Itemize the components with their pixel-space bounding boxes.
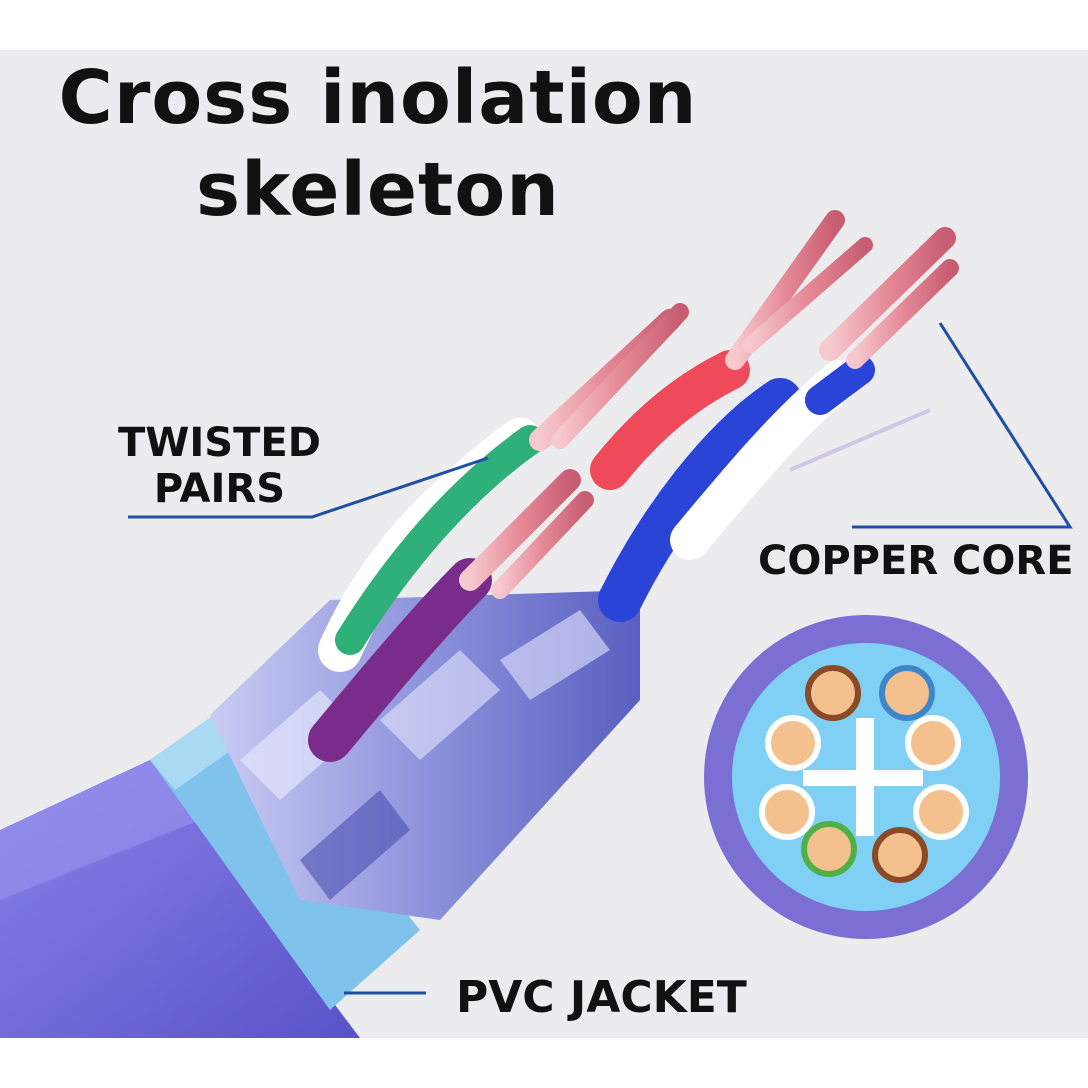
title-line-2: skeleton [196,147,560,233]
twisted-pairs-label: TWISTED PAIRS [118,420,321,512]
page-title: Cross inolation skeleton [58,52,698,236]
title-line-1: Cross inolation [58,55,698,141]
conductor [805,665,861,721]
cable-cross-section [704,615,1028,939]
twisted-pairs-label-line-1: TWISTED [118,420,321,466]
twisted-pairs-label-line-2: PAIRS [153,466,285,512]
conductor [879,665,935,721]
conductor [765,715,821,771]
conductor [872,827,928,883]
pvc-jacket-label: PVC JACKET [456,972,747,1023]
shield-foil [210,590,640,920]
callout-lines [128,322,1073,995]
pvc-jacket [0,760,360,1038]
conductor [913,784,969,840]
conductor [905,715,961,771]
copper-conductors [459,210,959,599]
cross-separator-horizontal [803,770,923,786]
copper-core-callout-line [852,322,1073,529]
twisted-pair-wires [308,350,875,762]
copper-core-label: COPPER CORE [758,538,1074,584]
twisted-pairs-callout-line [128,456,489,519]
conductor [759,784,815,840]
conductor [801,821,857,877]
